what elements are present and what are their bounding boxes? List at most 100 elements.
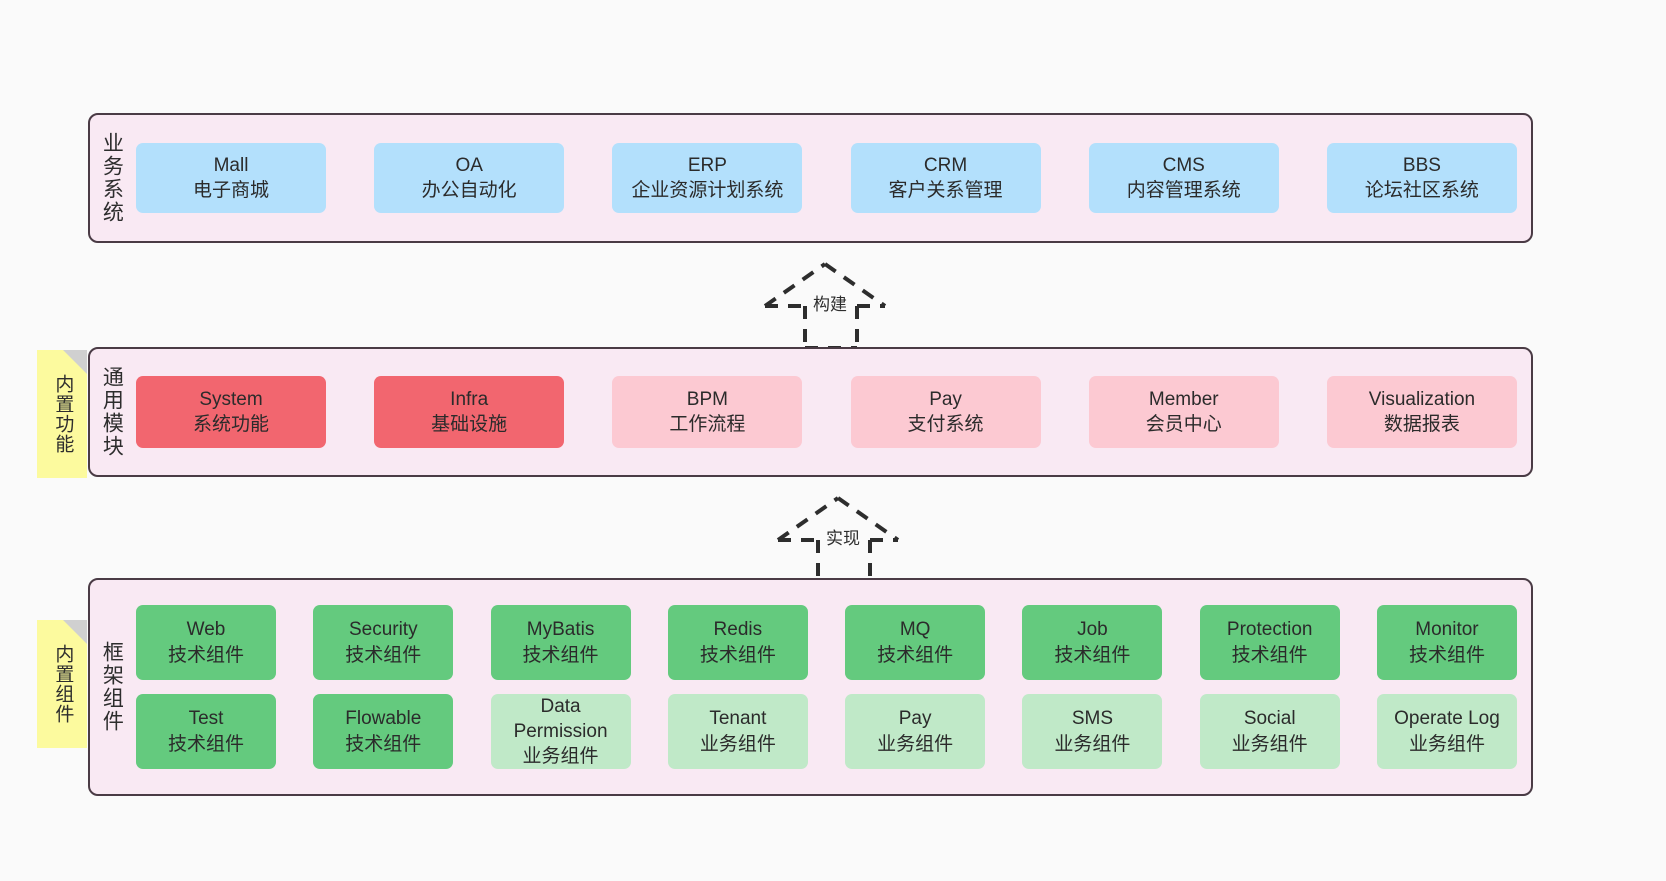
layer-common-modules: 通用模块 System 系统功能 Infra 基础设施 BPM 工作流程 Pay…: [88, 347, 1533, 477]
node-subtitle: 业务组件: [699, 733, 776, 755]
connector-implement-label: 实现: [824, 524, 862, 549]
layer-body-business-systems: Mall 电子商城 OA 办公自动化 ERP 企业资源计划系统 CRM 客户关系…: [132, 115, 1531, 241]
node-subtitle: 数据报表: [1383, 414, 1460, 435]
connector-implement: 实现: [770, 492, 920, 584]
node-subtitle: 技术组件: [345, 644, 422, 666]
node-title: Infra: [450, 388, 489, 410]
node-security[interactable]: Security 技术组件: [313, 605, 454, 680]
node-member[interactable]: Member 会员中心: [1088, 376, 1279, 448]
node-subtitle: 技术组件: [345, 733, 422, 755]
node-crm[interactable]: CRM 客户关系管理: [850, 143, 1041, 213]
node-subtitle: 技术组件: [167, 733, 244, 755]
node-title: Protection: [1226, 619, 1313, 641]
node-title: OA: [455, 154, 483, 176]
node-subtitle: 业务组件: [877, 733, 954, 755]
connector-build-label: 构建: [811, 290, 849, 315]
node-mall[interactable]: Mall 电子商城: [136, 143, 326, 213]
node-test[interactable]: Test 技术组件: [136, 694, 276, 769]
node-mq[interactable]: MQ 技术组件: [845, 605, 986, 680]
layer-body-common-modules: System 系统功能 Infra 基础设施 BPM 工作流程 Pay 支付系统…: [132, 349, 1531, 475]
node-subtitle: 技术组件: [1408, 644, 1485, 666]
node-title: Pay: [929, 388, 962, 410]
node-sms[interactable]: SMS 业务组件: [1022, 694, 1163, 769]
node-job[interactable]: Job 技术组件: [1022, 605, 1163, 680]
node-subtitle: 业务组件: [1054, 733, 1131, 755]
node-title: MQ: [899, 619, 931, 641]
node-system[interactable]: System 系统功能: [136, 376, 326, 448]
node-title: Social: [1243, 708, 1296, 730]
node-subtitle: 技术组件: [699, 644, 776, 666]
node-subtitle: 内容管理系统: [1126, 180, 1241, 201]
node-title: Mall: [213, 154, 249, 176]
node-subtitle: 支付系统: [907, 414, 984, 435]
sticky-note-label: 内置组件: [52, 644, 74, 724]
node-tenant[interactable]: Tenant 业务组件: [667, 694, 808, 769]
node-erp[interactable]: ERP 企业资源计划系统: [612, 143, 803, 213]
node-subtitle: 基础设施: [431, 414, 508, 435]
node-subtitle: 技术组件: [522, 644, 599, 666]
node-monitor[interactable]: Monitor 技术组件: [1376, 605, 1517, 680]
sticky-note-builtin-components: 内置组件: [37, 620, 87, 748]
layer-business-systems: 业务系统 Mall 电子商城 OA 办公自动化 ERP 企业资源计划系统 CRM…: [88, 113, 1533, 243]
layer-body-framework-components: Web 技术组件 Security 技术组件 MyBatis 技术组件 Redi…: [132, 580, 1531, 794]
node-row: System 系统功能 Infra 基础设施 BPM 工作流程 Pay 支付系统…: [136, 376, 1517, 448]
node-subtitle: 业务组件: [522, 746, 599, 768]
node-data-permission[interactable]: Data Permission 业务组件: [490, 694, 631, 769]
node-oa[interactable]: OA 办公自动化: [374, 143, 565, 213]
node-social[interactable]: Social 业务组件: [1199, 694, 1340, 769]
node-pay-component[interactable]: Pay 业务组件: [845, 694, 986, 769]
node-visualization[interactable]: Visualization 数据报表: [1326, 376, 1517, 448]
node-row: Web 技术组件 Security 技术组件 MyBatis 技术组件 Redi…: [136, 605, 1517, 680]
node-subtitle: 系统功能: [192, 414, 269, 435]
node-subtitle: 会员中心: [1145, 414, 1222, 435]
node-title: Web: [186, 619, 226, 641]
node-bbs[interactable]: BBS 论坛社区系统: [1326, 143, 1517, 213]
node-subtitle: 办公自动化: [421, 180, 517, 201]
node-protection[interactable]: Protection 技术组件: [1199, 605, 1340, 680]
node-subtitle: 业务组件: [1408, 733, 1485, 755]
node-cms[interactable]: CMS 内容管理系统: [1088, 143, 1279, 213]
node-title: ERP: [687, 154, 727, 176]
node-redis[interactable]: Redis 技术组件: [667, 605, 808, 680]
node-title: Flowable: [345, 708, 422, 730]
node-title: Redis: [713, 619, 763, 641]
node-row: Test 技术组件 Flowable 技术组件 Data Permission …: [136, 694, 1517, 769]
node-title: Visualization: [1368, 388, 1476, 410]
node-mybatis[interactable]: MyBatis 技术组件: [490, 605, 631, 680]
node-subtitle: 技术组件: [1054, 644, 1131, 666]
layer-title-common-modules: 通用模块: [100, 366, 124, 458]
node-title: Member: [1148, 388, 1219, 410]
node-subtitle: 技术组件: [877, 644, 954, 666]
node-title: Operate Log: [1394, 708, 1500, 730]
node-title: Data Permission: [513, 695, 608, 742]
node-subtitle: 客户关系管理: [888, 180, 1003, 201]
node-bpm[interactable]: BPM 工作流程: [612, 376, 803, 448]
node-pay-module[interactable]: Pay 支付系统: [850, 376, 1041, 448]
node-infra[interactable]: Infra 基础设施: [374, 376, 565, 448]
node-title: BPM: [686, 388, 728, 410]
node-title: Pay: [898, 708, 932, 730]
node-title: SMS: [1071, 708, 1113, 730]
node-title: Tenant: [709, 708, 767, 730]
node-subtitle: 业务组件: [1231, 733, 1308, 755]
layer-title-business-systems: 业务系统: [100, 132, 124, 224]
node-web[interactable]: Web 技术组件: [136, 605, 276, 680]
node-title: Security: [348, 619, 418, 641]
node-title: MyBatis: [526, 619, 595, 641]
connector-build: 构建: [757, 258, 907, 350]
layer-title-framework-components: 框架组件: [100, 641, 124, 733]
node-subtitle: 论坛社区系统: [1364, 180, 1479, 201]
node-title: BBS: [1402, 154, 1441, 176]
note-fold-icon: [63, 620, 87, 644]
node-subtitle: 企业资源计划系统: [631, 180, 784, 201]
node-title: System: [199, 388, 263, 410]
node-operate-log[interactable]: Operate Log 业务组件: [1376, 694, 1517, 769]
layer-framework-components: 框架组件 Web 技术组件 Security 技术组件 MyBatis 技术组件…: [88, 578, 1533, 796]
node-title: CMS: [1162, 154, 1205, 176]
node-title: Test: [188, 708, 224, 730]
node-flowable[interactable]: Flowable 技术组件: [313, 694, 454, 769]
node-title: Monitor: [1415, 619, 1479, 641]
note-fold-icon: [63, 350, 87, 374]
node-subtitle: 工作流程: [669, 414, 746, 435]
node-subtitle: 技术组件: [1231, 644, 1308, 666]
